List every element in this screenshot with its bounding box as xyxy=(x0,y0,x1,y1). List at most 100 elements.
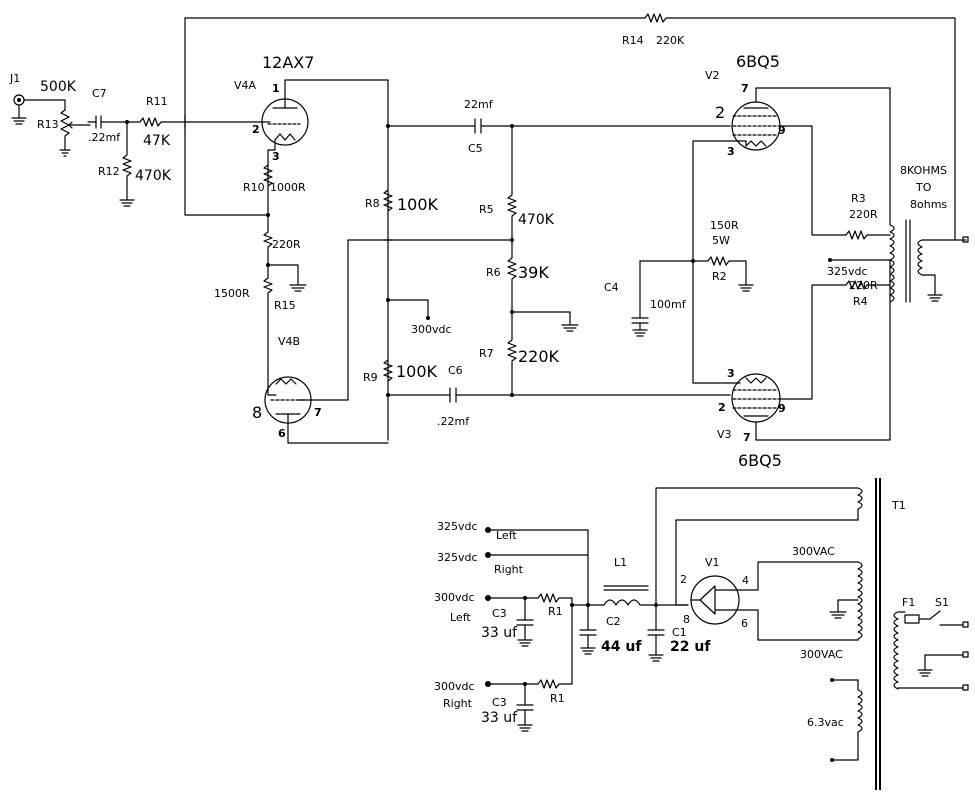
r12-label: R12 xyxy=(98,165,120,178)
c3a-value: 33 uf xyxy=(481,625,518,641)
r1a-label: R1 xyxy=(548,605,563,618)
heater-label: 6.3vac xyxy=(807,716,844,729)
v2-pin9: 9 xyxy=(778,124,786,137)
r8-value: 100K xyxy=(397,195,439,214)
v2-pin2: 2 xyxy=(715,103,725,122)
r14-value: 220K xyxy=(656,34,685,47)
r13-potentiometer xyxy=(59,109,91,157)
c2-label: C2 xyxy=(606,615,621,628)
r10-resistor xyxy=(263,164,273,187)
out-300-right-side: Right xyxy=(443,697,473,710)
v1-pin8: 8 xyxy=(683,613,690,626)
c3a-label: C3 xyxy=(492,607,507,620)
r13-label: R13 xyxy=(37,118,59,131)
out-325-left: 325vdc xyxy=(437,520,478,533)
v4b-pin8: 8 xyxy=(252,403,262,422)
c7-value: .22mf xyxy=(88,131,121,144)
r2-value: 150R xyxy=(710,219,739,232)
r9-value: 100K xyxy=(396,362,438,381)
v1-pin4: 4 xyxy=(742,574,749,587)
tube-type-label: 12AX7 xyxy=(262,53,314,72)
t1-label: T1 xyxy=(891,499,906,512)
v4a-pin3: 3 xyxy=(272,150,280,163)
r1b-label: R1 xyxy=(550,692,565,705)
r11-value: 47K xyxy=(143,133,171,149)
input-jack xyxy=(11,94,66,125)
c1-capacitor xyxy=(647,487,859,662)
r3-value: 220R xyxy=(849,208,878,221)
ot-primary: 8KOHMS xyxy=(900,164,947,177)
r9-label: R9 xyxy=(363,371,378,384)
v2-label: V2 xyxy=(705,69,720,82)
r6-label: R6 xyxy=(486,266,501,279)
r14-label: R14 xyxy=(622,34,644,47)
v4a-label: V4A xyxy=(234,79,257,92)
c4-label: C4 xyxy=(604,281,619,294)
r13-value: 500K xyxy=(40,79,77,95)
c5-value: 22mf xyxy=(464,98,494,111)
r7-value: 220K xyxy=(518,347,560,366)
hv-bottom: 300VAC xyxy=(800,648,843,661)
preamp-300vdc-label: 300vdc xyxy=(411,323,452,336)
ps-outputs xyxy=(485,527,589,687)
c7-capacitor xyxy=(87,115,128,129)
fuse-label: F1 xyxy=(902,596,915,609)
output-transformer xyxy=(889,219,969,303)
out-300-left: 300vdc xyxy=(434,591,475,604)
r2-c4-bias xyxy=(631,256,754,337)
v4a-triode xyxy=(261,79,389,441)
c6-value: .22mf xyxy=(437,415,470,428)
v4b-pin7: 7 xyxy=(314,406,322,419)
r3-r4-screen xyxy=(845,230,891,290)
v1-label: V1 xyxy=(705,556,720,569)
r4-label: R4 xyxy=(853,295,868,308)
r5-value: 470K xyxy=(518,212,555,228)
c3-r1-bottom xyxy=(516,597,573,732)
switch-label: S1 xyxy=(935,596,949,609)
v2-pentode xyxy=(692,87,891,384)
r4-value: 220R xyxy=(849,279,878,292)
v1-rectifier xyxy=(675,519,859,641)
r5-r6-r7-ladder xyxy=(507,125,579,396)
v3-type: 6BQ5 xyxy=(738,451,782,470)
c3b-label: C3 xyxy=(492,696,507,709)
v3-pentode xyxy=(731,259,891,441)
ot-secondary: 8ohms xyxy=(910,198,947,211)
c7-label: C7 xyxy=(92,87,107,100)
c6-capacitor xyxy=(387,387,731,403)
c1-label: C1 xyxy=(672,626,687,639)
output-325vdc-label: 325vdc xyxy=(827,265,868,278)
v4b-pin6: 6 xyxy=(278,427,286,440)
out-300-left-side: Left xyxy=(450,611,471,624)
v2-pin7: 7 xyxy=(741,82,749,95)
out-300-right: 300vdc xyxy=(434,680,475,693)
out-325-right: 325vdc xyxy=(437,551,478,564)
r2-power: 5W xyxy=(712,234,730,247)
r3-label: R3 xyxy=(851,192,866,205)
r6-value: 39K xyxy=(518,263,549,282)
r10-value: 1000R xyxy=(270,181,306,194)
r12-value: 470K xyxy=(135,168,172,184)
power-transformer xyxy=(829,478,969,790)
ot-to: TO xyxy=(915,181,932,194)
r14-resistor xyxy=(184,13,956,241)
v3-pin9: 9 xyxy=(778,402,786,415)
v4a-pin1: 1 xyxy=(272,82,280,95)
v4b-triode xyxy=(264,239,511,444)
v1-pin6: 6 xyxy=(741,617,748,630)
l1-label: L1 xyxy=(614,556,627,569)
r15-resistor-chain xyxy=(263,214,307,373)
r11-resistor xyxy=(126,117,186,127)
v4b-label: V4B xyxy=(278,335,300,348)
r15-bottom-value: 1500R xyxy=(214,287,250,300)
c1-value: 22 uf xyxy=(670,639,711,655)
v3-pin3: 3 xyxy=(727,367,735,380)
c2-value: 44 uf xyxy=(601,639,642,655)
v2-pin3: 3 xyxy=(727,145,735,158)
c5-capacitor xyxy=(387,118,731,134)
v3-label: V3 xyxy=(717,428,732,441)
r8-label: R8 xyxy=(365,197,380,210)
v4a-pin2: 2 xyxy=(252,123,260,136)
r5-label: R5 xyxy=(479,203,494,216)
